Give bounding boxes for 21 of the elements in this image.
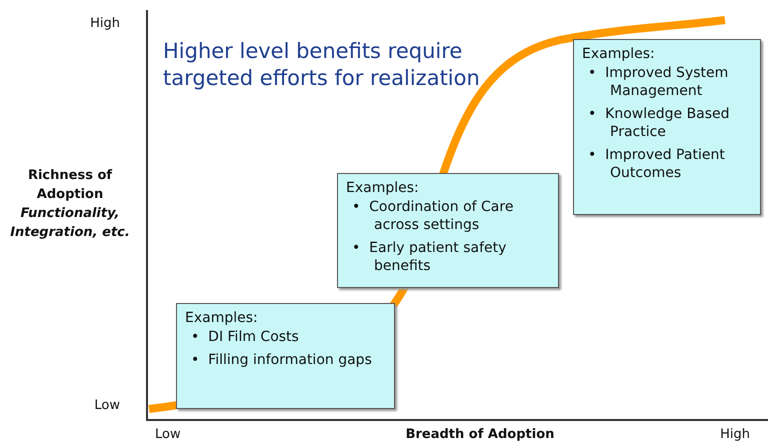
bullet-item: • Filling information gaps [191, 351, 373, 369]
example-box [337, 173, 559, 288]
axis-label: High [719, 427, 750, 442]
axis-label: Low [93, 398, 120, 413]
example-box [573, 39, 761, 215]
bullet-item: • DI Film Costs [191, 328, 300, 346]
bullet-item: • Improved Patient Outcomes [588, 146, 726, 182]
example-box [176, 303, 395, 409]
box-heading: Examples: [185, 310, 259, 326]
axis-label: High [89, 16, 120, 31]
box-heading: Examples: [582, 46, 656, 62]
bullet-item: • Early patient safety benefits [352, 239, 508, 275]
bullet-item: • Improved System Management [588, 64, 730, 100]
axis-label: Richness of Adoption [26, 167, 114, 204]
bullet-item: • Coordination of Care across settings [352, 198, 514, 234]
bullet-item: • Knowledge Based Practice [588, 105, 731, 141]
axis-label: Breadth of Adoption [404, 427, 556, 442]
axis-label: Low [155, 427, 182, 442]
axis-label: Functionality, Integration, etc. [9, 205, 131, 242]
chart-title: Higher level benefits require targeted efforts for realization [163, 38, 481, 92]
box-heading: Examples: [346, 180, 420, 196]
